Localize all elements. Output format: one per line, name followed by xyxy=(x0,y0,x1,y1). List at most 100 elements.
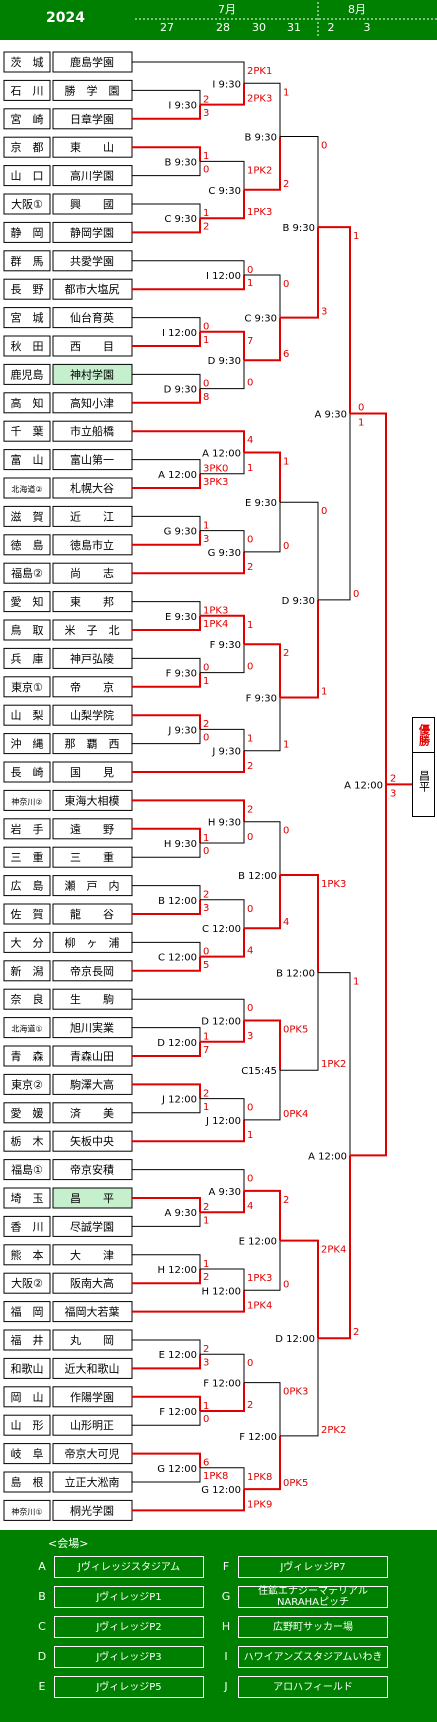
bracket-line xyxy=(280,1239,319,1339)
score: 4 xyxy=(247,1201,253,1212)
bracket-line xyxy=(132,1452,201,1468)
team-prefecture: 石 川 xyxy=(11,84,44,97)
team-pref-cell xyxy=(3,1045,51,1067)
score: 1 xyxy=(283,457,289,468)
team-pref-cell xyxy=(3,733,51,755)
venue-letter: J xyxy=(224,1680,228,1693)
team-school: 旭川実業 xyxy=(70,1021,114,1035)
score: 3 xyxy=(321,307,327,318)
bracket-line xyxy=(244,1382,281,1436)
team-school: 近 江 xyxy=(70,510,114,523)
bracket-line xyxy=(132,430,245,453)
team-prefecture: 沖 縄 xyxy=(11,737,44,751)
score: 0PK3 xyxy=(283,1387,308,1398)
score: 4 xyxy=(283,917,289,928)
team-prefecture: 長 野 xyxy=(11,283,44,296)
bracket-line xyxy=(280,972,319,1071)
score: 1PK3 xyxy=(203,606,228,617)
team-pref-cell xyxy=(3,619,51,641)
bracket-line xyxy=(280,599,319,699)
team-pref-cell xyxy=(3,79,51,101)
bracket-line xyxy=(132,1354,201,1370)
bracket-line xyxy=(132,1041,201,1057)
team-pref-cell xyxy=(3,875,51,897)
score: 4 xyxy=(247,946,253,957)
team-school: 作陽学園 xyxy=(70,1390,114,1404)
match-label: D 12:00 xyxy=(275,1334,315,1345)
team-pref-cell xyxy=(3,1471,51,1493)
bracket-line xyxy=(200,644,245,674)
score: 6 xyxy=(203,1458,209,1469)
team-school: 生 駒 xyxy=(70,992,114,1006)
team-prefecture: 高 知 xyxy=(11,396,44,410)
team-school: 高川学園 xyxy=(70,169,114,183)
bracket-line xyxy=(200,1467,245,1490)
team-school: 矢板中央 xyxy=(70,1134,114,1148)
team-school: 高知小津 xyxy=(70,396,114,410)
bracket-line xyxy=(132,551,245,575)
team-prefecture: 山 口 xyxy=(11,170,44,183)
venue-letter: A xyxy=(38,1560,46,1573)
score: 0 xyxy=(283,826,289,837)
venue-name: JヴィレッジP1 xyxy=(54,1586,204,1608)
team-school: 鹿島学園 xyxy=(70,55,114,69)
bracket-line xyxy=(132,1339,201,1355)
score: 2 xyxy=(247,804,253,815)
score: 0 xyxy=(283,279,289,290)
team-pref-cell xyxy=(3,363,51,385)
bracket-line xyxy=(200,1268,245,1291)
team-prefecture: 東京① xyxy=(11,680,43,694)
bracket-line xyxy=(200,160,245,190)
match-label: D 9:30 xyxy=(282,596,315,607)
bracket-line xyxy=(350,784,387,1157)
score: 0 xyxy=(247,1358,253,1369)
bracket-line xyxy=(132,515,201,531)
team-prefecture: 福 井 xyxy=(11,1333,44,1347)
match-label: F 9:30 xyxy=(246,693,277,704)
score: 1 xyxy=(203,1259,209,1270)
bracket-line xyxy=(132,317,201,332)
team-prefecture: 大 分 xyxy=(11,935,44,949)
team-pref-cell xyxy=(3,1329,51,1351)
score: 1 xyxy=(247,463,253,474)
score: 3 xyxy=(390,788,396,799)
score: 0 xyxy=(247,904,253,915)
score: 1PK2 xyxy=(247,165,272,176)
team-school: 柳 ヶ 浦 xyxy=(65,935,120,949)
match-label: I 12:00 xyxy=(206,271,241,282)
bracket-line xyxy=(132,956,201,972)
score: 2PK2 xyxy=(321,1425,346,1436)
score: 0 xyxy=(203,662,209,673)
score: 1 xyxy=(203,1102,209,1113)
score: 0 xyxy=(247,1103,253,1114)
team-pref-cell xyxy=(3,335,51,357)
day-31: 31 xyxy=(287,21,301,34)
team-prefecture: 群 馬 xyxy=(11,254,44,268)
team-pref-cell xyxy=(3,51,51,73)
score: 7 xyxy=(203,1045,209,1056)
match-label: D 9:30 xyxy=(208,356,241,367)
team-prefecture: 長 崎 xyxy=(11,765,44,779)
match-label: E 12:00 xyxy=(159,1350,197,1361)
team-school: 徳島市立 xyxy=(70,538,114,552)
schedule-header: 2024 7月 8月 27 28 30 31 2 3 xyxy=(0,0,437,40)
team-prefecture: 大阪② xyxy=(11,1276,43,1290)
team-prefecture: 広 島 xyxy=(11,879,44,893)
team-prefecture: 宮 城 xyxy=(11,311,44,325)
team-pref-cell xyxy=(3,1414,51,1436)
team-pref-cell xyxy=(3,1073,51,1095)
team-pref-cell xyxy=(3,704,51,726)
team-prefecture: 青 森 xyxy=(11,1049,44,1063)
team-school: 駒澤大高 xyxy=(70,1077,114,1091)
bracket-line xyxy=(132,827,201,843)
match-label: F 9:30 xyxy=(210,640,241,651)
venue-name: JヴィレッジP5 xyxy=(54,1676,204,1698)
team-school: 興 國 xyxy=(70,198,114,211)
score: 0PK5 xyxy=(283,1478,308,1489)
match-label: B 9:30 xyxy=(283,223,316,234)
score: 3PK3 xyxy=(203,477,228,488)
team-prefecture: 鹿児島 xyxy=(11,367,44,381)
venue-name: 広野町サッカー場 xyxy=(238,1616,388,1638)
team-school: 那 覇 西 xyxy=(65,738,120,751)
bracket-line xyxy=(280,501,319,600)
